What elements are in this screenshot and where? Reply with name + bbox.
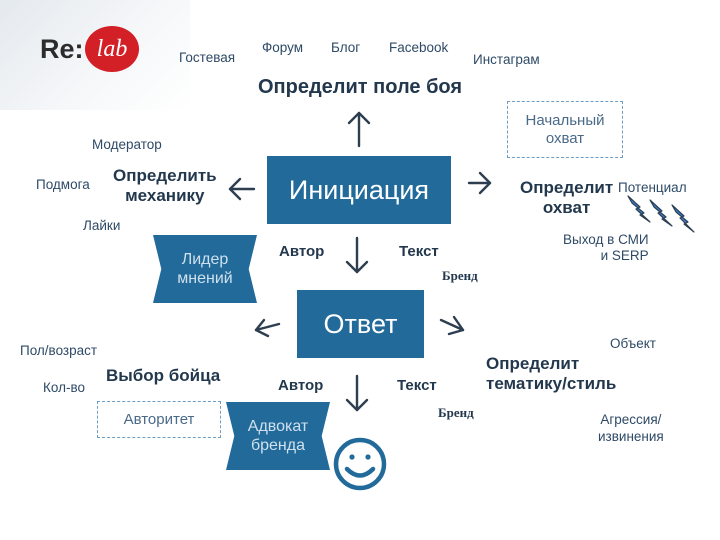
author-label-1: Автор (279, 243, 325, 260)
arrow-down-icon (345, 236, 369, 274)
arrow-right-icon (467, 171, 492, 195)
text-label-2: Текст (397, 377, 437, 394)
arrow-left-icon (254, 318, 281, 338)
answer-box: Ответ (297, 290, 424, 358)
arrow-down-icon (345, 374, 369, 412)
blog-label: Блог (331, 40, 361, 55)
count-label: Кол-во (43, 380, 85, 395)
forum-label: Форум (262, 40, 304, 55)
arrow-right-icon (439, 315, 465, 336)
initial-reach-label: Начальный охват (525, 111, 605, 147)
authority-label: Авторитет (123, 410, 195, 428)
logo-lab-text: lab (96, 35, 128, 62)
media-label: Выход в СМИ и SERP (563, 232, 649, 263)
help-label: Подмога (36, 177, 90, 192)
object-label: Объект (610, 336, 656, 351)
arrow-up-icon (347, 111, 371, 148)
aggression-label: Агрессия/ извинения (598, 412, 664, 444)
arrow-left-icon (228, 177, 256, 201)
authority-box: Авторитет (97, 401, 221, 438)
sex-age-label: Пол/возраст (20, 343, 98, 358)
opinion-leader-label: Лидер мнений (177, 251, 233, 287)
smiley-icon (333, 437, 387, 491)
author-label-2: Автор (278, 377, 324, 394)
topic-style-heading: Определит тематику/стиль (486, 354, 617, 393)
likes-label: Лайки (83, 218, 121, 233)
battlefield-heading: Определит поле боя (258, 76, 463, 98)
instagram-label: Инстаграм (473, 52, 540, 67)
reach-heading: Определит охват (520, 178, 614, 217)
text-label-1: Текст (399, 243, 439, 260)
potential-label: Потенциал (618, 180, 687, 195)
initial-reach-box: Начальный охват (507, 101, 623, 158)
brand-advocate-label: Адвокат бренда (247, 418, 309, 454)
facebook-label: Facebook (389, 40, 449, 55)
opinion-leader-badge: Лидер мнений (153, 235, 257, 303)
lightning-icon (649, 199, 673, 227)
lightning-icon (671, 204, 695, 233)
logo-bubble: lab (85, 26, 139, 72)
initiation-box: Инициация (267, 156, 451, 224)
guestbook-label: Гостевая (179, 50, 236, 65)
fighter-heading: Выбор бойца (106, 366, 221, 385)
moderator-label: Модератор (92, 137, 162, 152)
answer-label: Ответ (323, 308, 398, 339)
initiation-label: Инициация (288, 174, 430, 205)
logo-text: Re: (40, 34, 84, 64)
brand-label-1: Бренд (442, 268, 478, 283)
lightning-icon (627, 195, 651, 223)
mechanics-heading: Определить механику (113, 166, 217, 205)
brand-advocate-badge: Адвокат бренда (226, 402, 330, 470)
brand-label-2: Бренд (438, 405, 474, 420)
